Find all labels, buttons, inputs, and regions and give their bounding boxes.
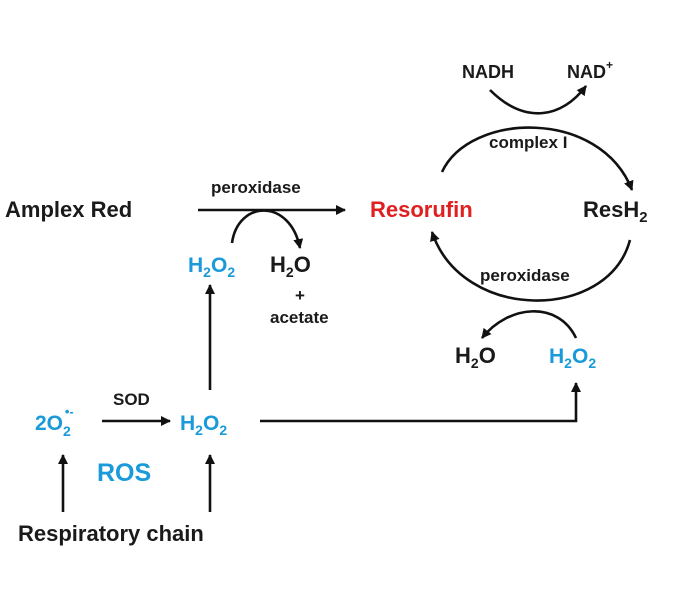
h2o2-lower-right-label: H2O2 bbox=[549, 345, 596, 371]
amplex-red-label: Amplex Red bbox=[5, 197, 132, 222]
h2o2-middle-label: H2O2 bbox=[180, 412, 227, 438]
plus-label: + bbox=[295, 286, 305, 305]
nadh-label: NADH bbox=[462, 62, 514, 82]
h2o-lower-label: H2O bbox=[455, 343, 496, 371]
cycle-upper-arc-arrow bbox=[440, 126, 634, 191]
h2o2-upper-left-label: H2O2 bbox=[188, 254, 235, 280]
h2o2-to-h2o-arc-arrow bbox=[230, 209, 304, 249]
cycle-lower-arc-arrow bbox=[430, 231, 632, 302]
h2o2-long-path-arrow bbox=[260, 382, 581, 423]
peroxidase-cycle-label: peroxidase bbox=[480, 266, 570, 285]
sod-label: SOD bbox=[113, 390, 150, 409]
superoxide-label: 2O2•- bbox=[35, 404, 74, 439]
respiratory-chain-label: Respiratory chain bbox=[18, 521, 204, 546]
resorufin-label: Resorufin bbox=[370, 197, 473, 222]
ros-label: ROS bbox=[97, 459, 151, 487]
acetate-label: acetate bbox=[270, 308, 329, 327]
resh2-label: ResH2 bbox=[583, 197, 648, 226]
peroxidase-top-label: peroxidase bbox=[211, 178, 301, 197]
nad-plus-label: NAD+ bbox=[567, 58, 613, 82]
complex-i-label: complex I bbox=[489, 133, 567, 152]
h2o2-to-h2o-cycle-arc-arrow bbox=[480, 310, 578, 339]
h2o-upper-label: H2O bbox=[270, 252, 311, 280]
nadh-to-nad-arc-arrow bbox=[489, 85, 588, 115]
